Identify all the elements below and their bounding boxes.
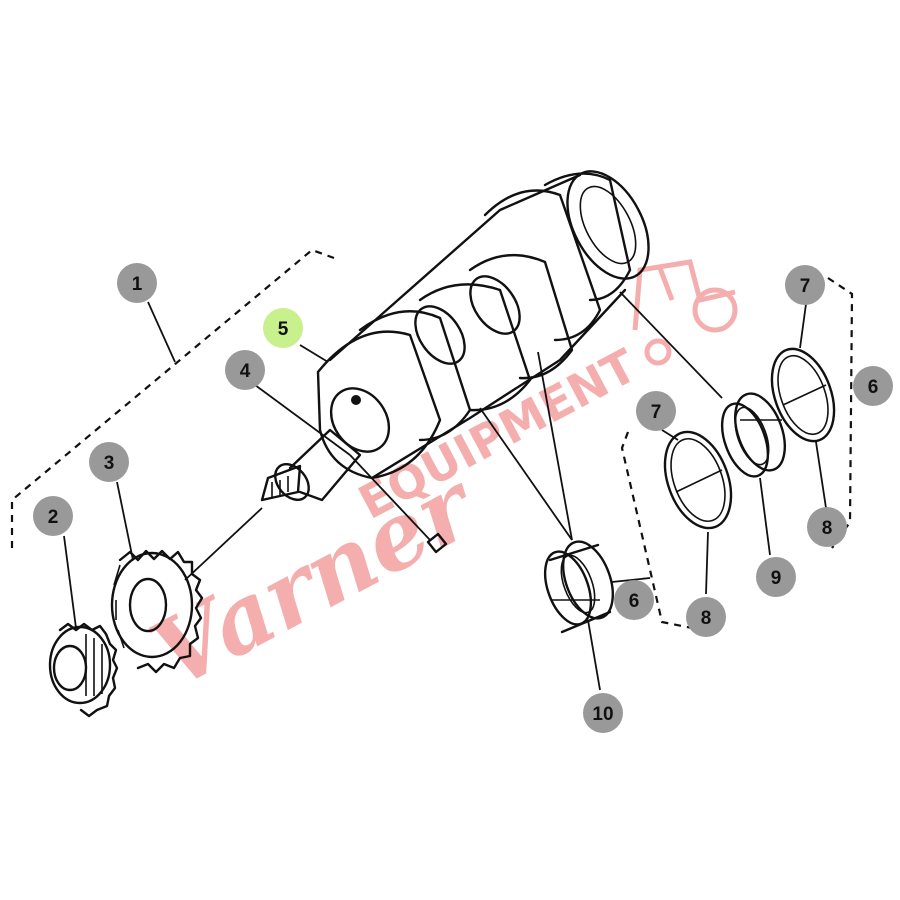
callout-bubble[interactable] [89, 442, 129, 482]
callout-bubble[interactable] [225, 350, 265, 390]
callout-bubble[interactable] [636, 391, 676, 431]
callout-bubble[interactable] [614, 580, 654, 620]
callout-c5[interactable]: 5 [263, 308, 303, 348]
callout-c2[interactable]: 2 [33, 496, 73, 536]
callout-label: 6 [868, 377, 879, 398]
main-bearing [543, 540, 614, 634]
callout-bubble[interactable] [853, 366, 893, 406]
crank-gear-large [110, 549, 204, 674]
callout-c7b[interactable]: 7 [785, 265, 825, 305]
callout-c4[interactable]: 4 [225, 350, 265, 390]
callout-c9[interactable]: 9 [756, 557, 796, 597]
callout-bubble[interactable] [263, 308, 303, 348]
callout-c6a[interactable]: 6 [614, 580, 654, 620]
callout-label: 2 [48, 507, 59, 528]
woodruff-key [426, 532, 448, 554]
callout-c8a[interactable]: 8 [686, 597, 726, 637]
callout-bubble[interactable] [33, 496, 73, 536]
callout-c1[interactable]: 1 [117, 263, 157, 303]
tractor-logo-icon [632, 259, 738, 366]
callout-bubble[interactable] [807, 507, 847, 547]
group-bracket-6b [827, 277, 854, 549]
callout-bubble[interactable] [686, 597, 726, 637]
main-bearing-flanged [720, 392, 786, 478]
callout-c7a[interactable]: 7 [636, 391, 676, 431]
crankshaft [260, 170, 650, 554]
group-bracket-6a [620, 431, 693, 630]
callout-c8b[interactable]: 8 [807, 507, 847, 547]
callout-label: 7 [800, 276, 811, 297]
callout-label: 5 [278, 319, 289, 340]
callout-label: 4 [240, 361, 251, 382]
watermark: Varner EQUIPMENT [135, 259, 738, 709]
callout-bubble[interactable] [756, 557, 796, 597]
callout-label: 7 [651, 402, 662, 423]
leader-lines [63, 291, 827, 691]
callout-c3[interactable]: 3 [89, 442, 129, 482]
callout-group: 1 2 3 4 5 6 6 7 7 8 8 9 10 [33, 263, 893, 733]
thrust-washer-left [663, 430, 733, 530]
callout-c10[interactable]: 10 [583, 693, 623, 733]
callout-label: 8 [701, 608, 712, 629]
callout-bubble[interactable] [117, 263, 157, 303]
callout-label: 10 [592, 704, 613, 725]
thrust-washer-right [770, 347, 836, 443]
callout-c6b[interactable]: 6 [853, 366, 893, 406]
callout-label: 9 [771, 568, 782, 589]
callout-bubble[interactable] [785, 265, 825, 305]
callout-bubble[interactable] [583, 693, 623, 733]
crank-gear-small [48, 622, 119, 718]
callout-label: 8 [822, 518, 833, 539]
callout-label: 1 [132, 274, 143, 295]
callout-label: 6 [629, 591, 640, 612]
callout-label: 3 [104, 453, 115, 474]
